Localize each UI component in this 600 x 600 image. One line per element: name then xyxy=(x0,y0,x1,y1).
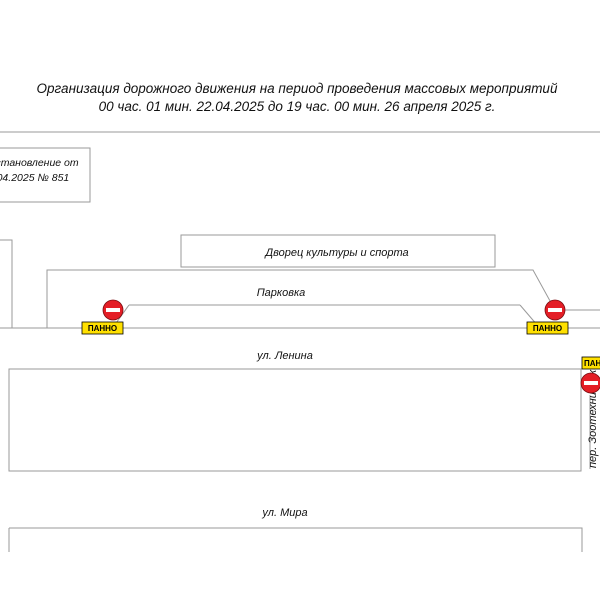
panno-sign-right: ПАННО xyxy=(526,321,569,335)
no-entry-bar-icon xyxy=(584,381,598,385)
palace-label: Дворец культуры и спорта xyxy=(263,247,408,259)
panno-label-right: ПАННО xyxy=(533,324,562,333)
panno-plate xyxy=(581,356,600,370)
palace-building xyxy=(180,234,496,268)
street-lenina-label: ул. Ленина xyxy=(256,350,313,362)
mira-north-edge xyxy=(9,527,583,552)
decree-box xyxy=(0,147,91,203)
parking-label: Парковка xyxy=(257,287,306,299)
no-entry-sign-right xyxy=(544,299,566,321)
no-entry-sign-edge xyxy=(580,372,600,394)
panno-sign-edge: ПАННО xyxy=(581,356,600,370)
panno-label-edge: ПАННО xyxy=(584,359,600,368)
panno-plate xyxy=(81,321,124,335)
panno-label-left: ПАННО xyxy=(88,324,117,333)
parking-outline xyxy=(46,269,600,328)
no-entry-bar-icon xyxy=(106,308,120,312)
no-entry-bar-icon xyxy=(548,308,562,312)
decree-line-1: Постановление от xyxy=(0,157,79,169)
left-boundary xyxy=(0,239,13,328)
decree-line-2: 22.04.2025 № 851 xyxy=(0,172,69,184)
no-entry-sign-left xyxy=(102,299,124,321)
panno-sign-left: ПАННО xyxy=(81,321,124,335)
street-mira-label: ул. Мира xyxy=(261,507,307,519)
title-line-2: 00 час. 01 мин. 22.04.2025 до 19 час. 00… xyxy=(99,99,496,114)
panno-plate xyxy=(526,321,569,335)
title-line-1: Организация дорожного движения на период… xyxy=(37,81,558,96)
city-block xyxy=(8,368,582,472)
